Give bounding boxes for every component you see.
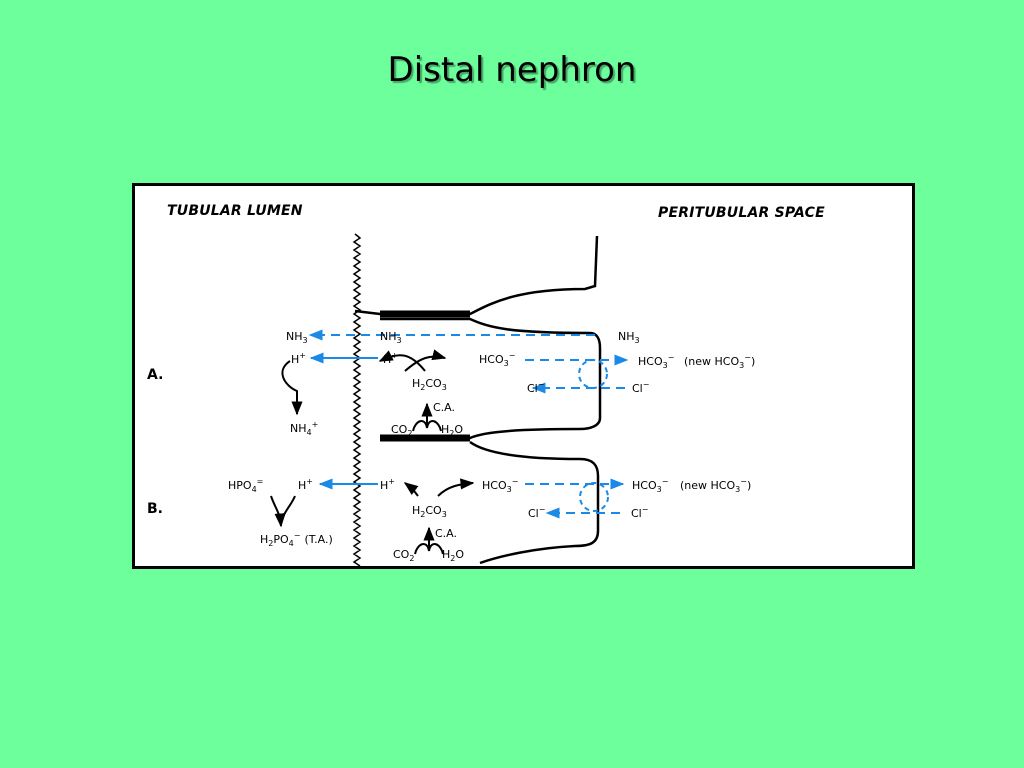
a-carbonic-anhydrase: C.A. xyxy=(433,401,455,414)
b-hco3-cell: HCO3− xyxy=(482,477,518,494)
a-hco3-cell: HCO3− xyxy=(479,351,515,368)
cell-b-outline xyxy=(469,440,600,565)
section-b-label: B. xyxy=(147,501,163,517)
a-nh3-lumen: NH3 xyxy=(286,330,308,345)
b-carbonic-anhydrase: C.A. xyxy=(435,527,457,540)
a-new-hco3: (new HCO3−) xyxy=(684,353,755,370)
slide-title: Distal nephron xyxy=(387,50,637,90)
apical-membrane xyxy=(352,233,362,566)
b-h2o: H2O xyxy=(442,548,464,563)
a-h-cell: H+ xyxy=(383,351,398,366)
a-nh3-cell: NH3 xyxy=(380,330,402,345)
nephron-diagram: TUBULAR LUMEN PERITUBULAR SPACE A. B. xyxy=(147,203,825,566)
section-b-transport xyxy=(270,478,625,555)
cell-membrane-outline xyxy=(352,233,602,566)
section-a-labels: NH3 NH3 NH3 H+ H+ HCO3− HCO3− (new HCO3−… xyxy=(286,330,755,438)
cell-a-outline xyxy=(380,317,602,440)
b-new-hco3: (new HCO3−) xyxy=(680,477,751,494)
upper-cell-outline xyxy=(354,235,599,316)
section-a-label: A. xyxy=(147,367,163,383)
a-hco3-peritubular: HCO3− xyxy=(638,353,674,370)
b-h2co3: H2CO3 xyxy=(412,504,447,519)
nephron-figure: TUBULAR LUMEN PERITUBULAR SPACE A. B. xyxy=(132,183,915,569)
a-h-lumen: H+ xyxy=(291,351,306,366)
peritubular-space-label: PERITUBULAR SPACE xyxy=(658,205,825,221)
a-nh3-peritubular: NH3 xyxy=(618,330,640,345)
b-h-lumen: H+ xyxy=(298,477,313,492)
a-nh4: NH4+ xyxy=(290,420,318,437)
section-a-transport xyxy=(281,329,629,432)
b-co2: CO2 xyxy=(393,548,414,563)
section-b-labels: HPO4= H+ H+ HCO3− HCO3− (new HCO3−) H2CO… xyxy=(228,477,751,563)
a-cl-peritubular: Cl− xyxy=(632,380,649,395)
a-cl-cell: Cl− xyxy=(527,380,544,395)
b-hpo4: HPO4= xyxy=(228,477,263,494)
b-h-cell: H+ xyxy=(380,477,395,492)
a-h2o: H2O xyxy=(441,423,463,438)
tubular-lumen-label: TUBULAR LUMEN xyxy=(167,203,303,219)
b-cl-peritubular: Cl− xyxy=(631,505,648,520)
a-co2: CO2 xyxy=(391,423,412,438)
b-h2po4: H2PO4−(T.A.) xyxy=(260,531,333,548)
b-cl-cell: Cl− xyxy=(528,505,545,520)
a-h2co3: H2CO3 xyxy=(412,377,447,392)
b-hco3-peritubular: HCO3− xyxy=(632,477,668,494)
